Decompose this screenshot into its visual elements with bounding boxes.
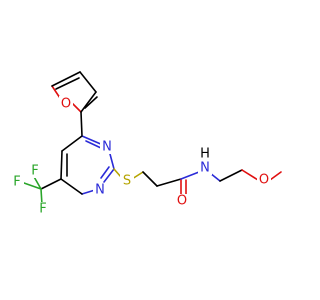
atom-n-bottom: N <box>95 183 105 198</box>
atom-o-carbonyl: O <box>177 194 187 209</box>
bond-n3-c2 <box>109 153 115 170</box>
atom-h-amide: H <box>200 147 210 162</box>
bond-c6-c5 <box>60 178 83 195</box>
atom-f-left: F <box>13 175 20 190</box>
bond-ethyl <box>219 169 243 182</box>
bond-c4-n3-double <box>85 140 102 149</box>
atom-f-top: F <box>31 164 38 179</box>
bond-ch2-o <box>241 169 259 181</box>
bond-furan-c2-c3-double <box>84 96 98 109</box>
bond-n1-c6 <box>81 189 96 195</box>
bond-c2-s <box>113 168 122 178</box>
bond-furan-o-c5 <box>51 85 61 99</box>
bond-c4-n3 <box>81 135 104 146</box>
bond-furan-c4-c5-double <box>55 77 80 90</box>
bond-o-methyl <box>269 171 282 181</box>
atom-f-bottom: F <box>39 202 46 217</box>
atom-o-methoxy: O <box>259 173 269 188</box>
bond-c2-n1 <box>103 168 115 183</box>
bond-chain-1 <box>142 171 158 187</box>
bonds <box>23 71 282 206</box>
atom-o-furan: O <box>61 97 71 112</box>
structure-canvas: O N N S F F F O N H O <box>10 71 282 217</box>
bond-furan-c2-c3 <box>80 91 97 113</box>
bond-c4-c4b <box>61 135 83 152</box>
bond-c6-cf3 <box>40 178 62 190</box>
bond-cf3-f-left <box>23 182 42 190</box>
atom-n-amide: N <box>200 161 210 176</box>
atom-labels: O N N S F F F O N H O <box>10 96 271 217</box>
bond-c5-c4 <box>60 150 63 180</box>
atom-n-top: N <box>102 140 112 155</box>
bond-chain-2 <box>156 178 182 187</box>
atom-s: S <box>123 174 131 189</box>
bond-furan-c3-c4 <box>79 71 97 93</box>
bond-c2-n1-double <box>100 166 110 179</box>
bond-furan-pyrimidine <box>80 111 83 137</box>
bond-carbonyl-n <box>180 171 200 180</box>
bond-furan-c4-c5 <box>51 71 81 87</box>
